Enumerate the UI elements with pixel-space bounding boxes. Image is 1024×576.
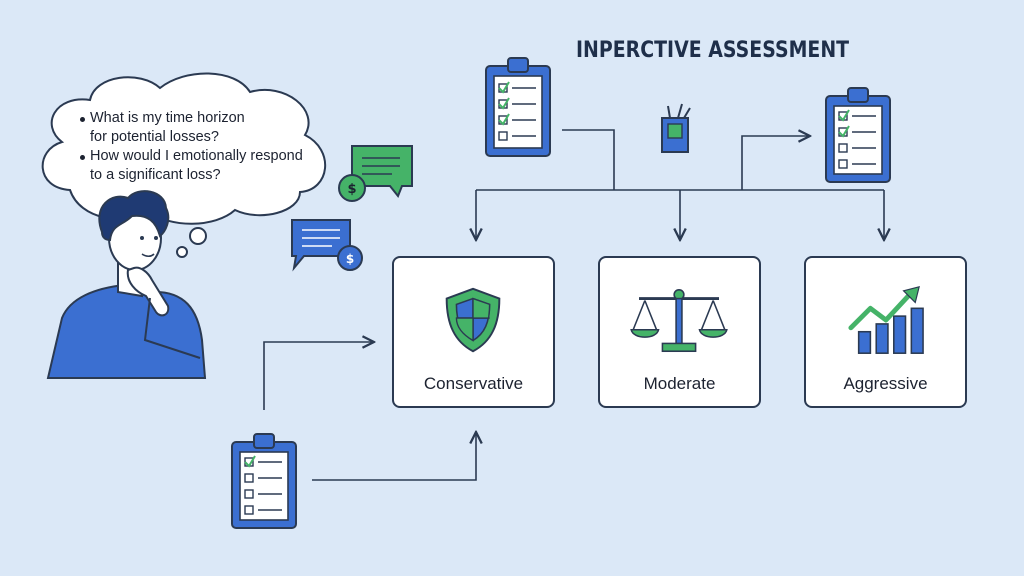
thought-line-2: for potential losses? [90,129,219,145]
card-label-aggressive: Aggressive [843,374,928,393]
arrow-to-right-clipboard [741,136,810,190]
arrow-person-to-conservative [263,342,374,410]
shield-icon [445,287,501,353]
clipboard-icon-right [825,87,891,183]
connectors [263,129,884,481]
person-illustration [46,190,207,379]
card-moderate: Moderate [598,256,761,408]
growth-chart-icon [848,286,924,354]
thought-line-1: What is my time horizon [90,110,245,126]
card-conservative: Conservative [392,256,555,408]
bullet-dot [80,155,85,160]
balance-scale-icon [630,289,728,353]
svg-text:$: $ [346,252,354,266]
card-label-conservative: Conservative [423,374,524,393]
chat-dollar-icon-green: $ [338,145,413,202]
connector-clipboard-to-hub [562,129,615,190]
thought-line-3: How would I emotionally respond [90,148,303,164]
clipboard-icon-bottom [231,433,297,529]
arrow-clipboard-to-conservative [312,432,476,481]
chat-dollar-icon-blue: $ [291,219,363,272]
clipboard-icon-top [485,57,551,157]
diagram-title: INPERCTIVE ASSESSMENT [576,38,850,63]
bullet-dot [80,117,85,122]
card-aggressive: Aggressive [804,256,967,408]
thought-cloud [41,72,327,258]
pen-holder-icon [661,103,691,153]
thought-line-4: to a significant loss? [90,167,221,183]
card-label-moderate: Moderate [643,374,716,393]
svg-text:$: $ [347,182,356,197]
